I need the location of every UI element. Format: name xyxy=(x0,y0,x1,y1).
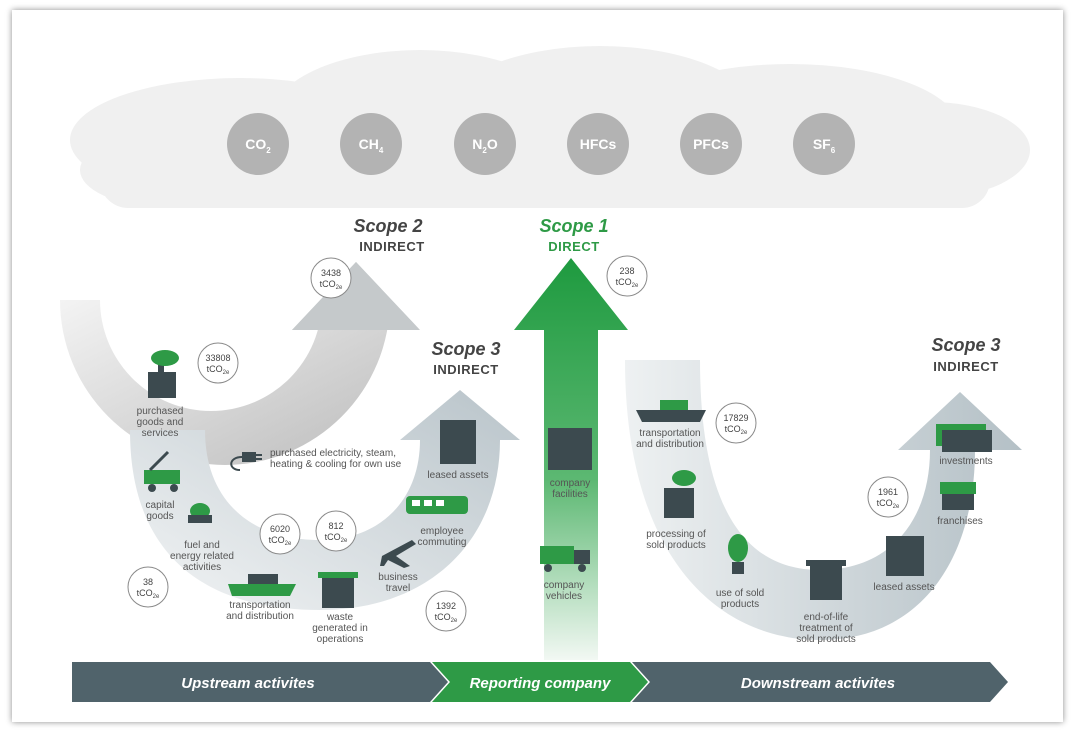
svg-text:tCO2e: tCO2e xyxy=(325,532,348,544)
factory-icon xyxy=(148,350,179,398)
bulb-icon xyxy=(728,534,748,574)
scope3-upstream-arrow xyxy=(130,390,520,610)
svg-text:tCO2e: tCO2e xyxy=(269,535,292,547)
svg-text:PFCs: PFCs xyxy=(693,136,729,152)
svg-text:38: 38 xyxy=(143,577,153,587)
label-electricity: purchased electricity, steam,heating & c… xyxy=(270,448,402,470)
gas-circle: PFCs xyxy=(680,113,742,175)
svg-text:INDIRECT: INDIRECT xyxy=(359,239,424,254)
ship-icon-upstream xyxy=(228,574,296,596)
svg-text:33808: 33808 xyxy=(205,353,230,363)
svg-text:238: 238 xyxy=(619,266,634,276)
svg-text:tCO2e: tCO2e xyxy=(877,498,900,510)
svg-text:DIRECT: DIRECT xyxy=(548,239,599,254)
svg-text:INDIRECT: INDIRECT xyxy=(933,359,998,374)
reporting-label: Reporting company xyxy=(470,675,612,692)
svg-text:812: 812 xyxy=(328,521,343,531)
building-icon-downstream xyxy=(886,536,924,576)
gas-row: CO2 CH4 N2O HFCs PFCs SF6 xyxy=(227,113,855,175)
scope3-downstream-title: Scope 3 INDIRECT xyxy=(931,335,1000,374)
svg-text:6020: 6020 xyxy=(270,524,290,534)
downstream-label: Downstream activites xyxy=(741,675,895,692)
svg-text:HFCs: HFCs xyxy=(580,136,617,152)
gas-circle: HFCs xyxy=(567,113,629,175)
ship-icon-downstream xyxy=(636,400,706,422)
company-vehicle-icon xyxy=(540,546,590,572)
upstream-label: Upstream activites xyxy=(181,675,314,692)
company-facilities-icon xyxy=(548,428,592,470)
svg-text:tCO2e: tCO2e xyxy=(137,588,160,600)
recycle-bin-icon xyxy=(806,560,846,600)
shop-icon xyxy=(940,482,976,510)
crane-truck-icon xyxy=(144,450,180,492)
svg-text:tCO2e: tCO2e xyxy=(207,364,230,376)
gas-circle: CO2 xyxy=(227,113,289,175)
svg-text:tCO2e: tCO2e xyxy=(616,277,639,289)
plug-icon xyxy=(230,452,262,471)
gas-circle: N2O xyxy=(454,113,516,175)
label-leased-assets-up: leased assets xyxy=(427,470,488,481)
value-bubbles: 3438tCO2e238tCO2e33808tCO2e38tCO2e6020tC… xyxy=(127,255,909,632)
fuel-cart-icon xyxy=(188,503,212,523)
building-icon-upstream xyxy=(440,420,476,464)
svg-text:Scope 2: Scope 2 xyxy=(353,216,422,236)
scope2-title: Scope 2 INDIRECT xyxy=(353,216,424,254)
svg-text:1961: 1961 xyxy=(878,487,898,497)
svg-text:CO2: CO2 xyxy=(245,136,271,155)
gas-circle: CH4 xyxy=(340,113,402,175)
svg-text:tCO2e: tCO2e xyxy=(725,424,748,436)
plane-icon xyxy=(380,540,416,568)
label-investments: investments xyxy=(939,456,992,467)
svg-text:Scope 3: Scope 3 xyxy=(931,335,1000,355)
scope2-arrow xyxy=(60,262,420,465)
svg-text:17829: 17829 xyxy=(723,413,748,423)
scope3-upstream-title: Scope 3 INDIRECT xyxy=(431,339,500,377)
scope1-title: Scope 1 DIRECT xyxy=(539,216,608,254)
waste-bin-icon xyxy=(318,572,358,608)
svg-text:Scope 3: Scope 3 xyxy=(431,339,500,359)
cloud-background xyxy=(70,46,1030,208)
svg-text:tCO2e: tCO2e xyxy=(435,612,458,624)
money-icon xyxy=(936,424,992,452)
svg-text:SF6: SF6 xyxy=(813,136,836,155)
svg-text:INDIRECT: INDIRECT xyxy=(433,362,498,377)
svg-text:CH4: CH4 xyxy=(359,136,384,155)
label-leased-assets-down: leased assets xyxy=(873,582,934,593)
label-franchises: franchises xyxy=(937,516,983,527)
svg-text:tCO2e: tCO2e xyxy=(320,279,343,291)
gas-circle: SF6 xyxy=(793,113,855,175)
svg-text:Scope 1: Scope 1 xyxy=(539,216,608,236)
activity-bar: Upstream activites Reporting company Dow… xyxy=(72,662,1008,702)
train-icon xyxy=(406,496,468,514)
svg-text:3438: 3438 xyxy=(321,268,341,278)
factory-icon-downstream xyxy=(664,470,696,518)
svg-text:N2O: N2O xyxy=(472,136,498,155)
svg-text:1392: 1392 xyxy=(436,601,456,611)
